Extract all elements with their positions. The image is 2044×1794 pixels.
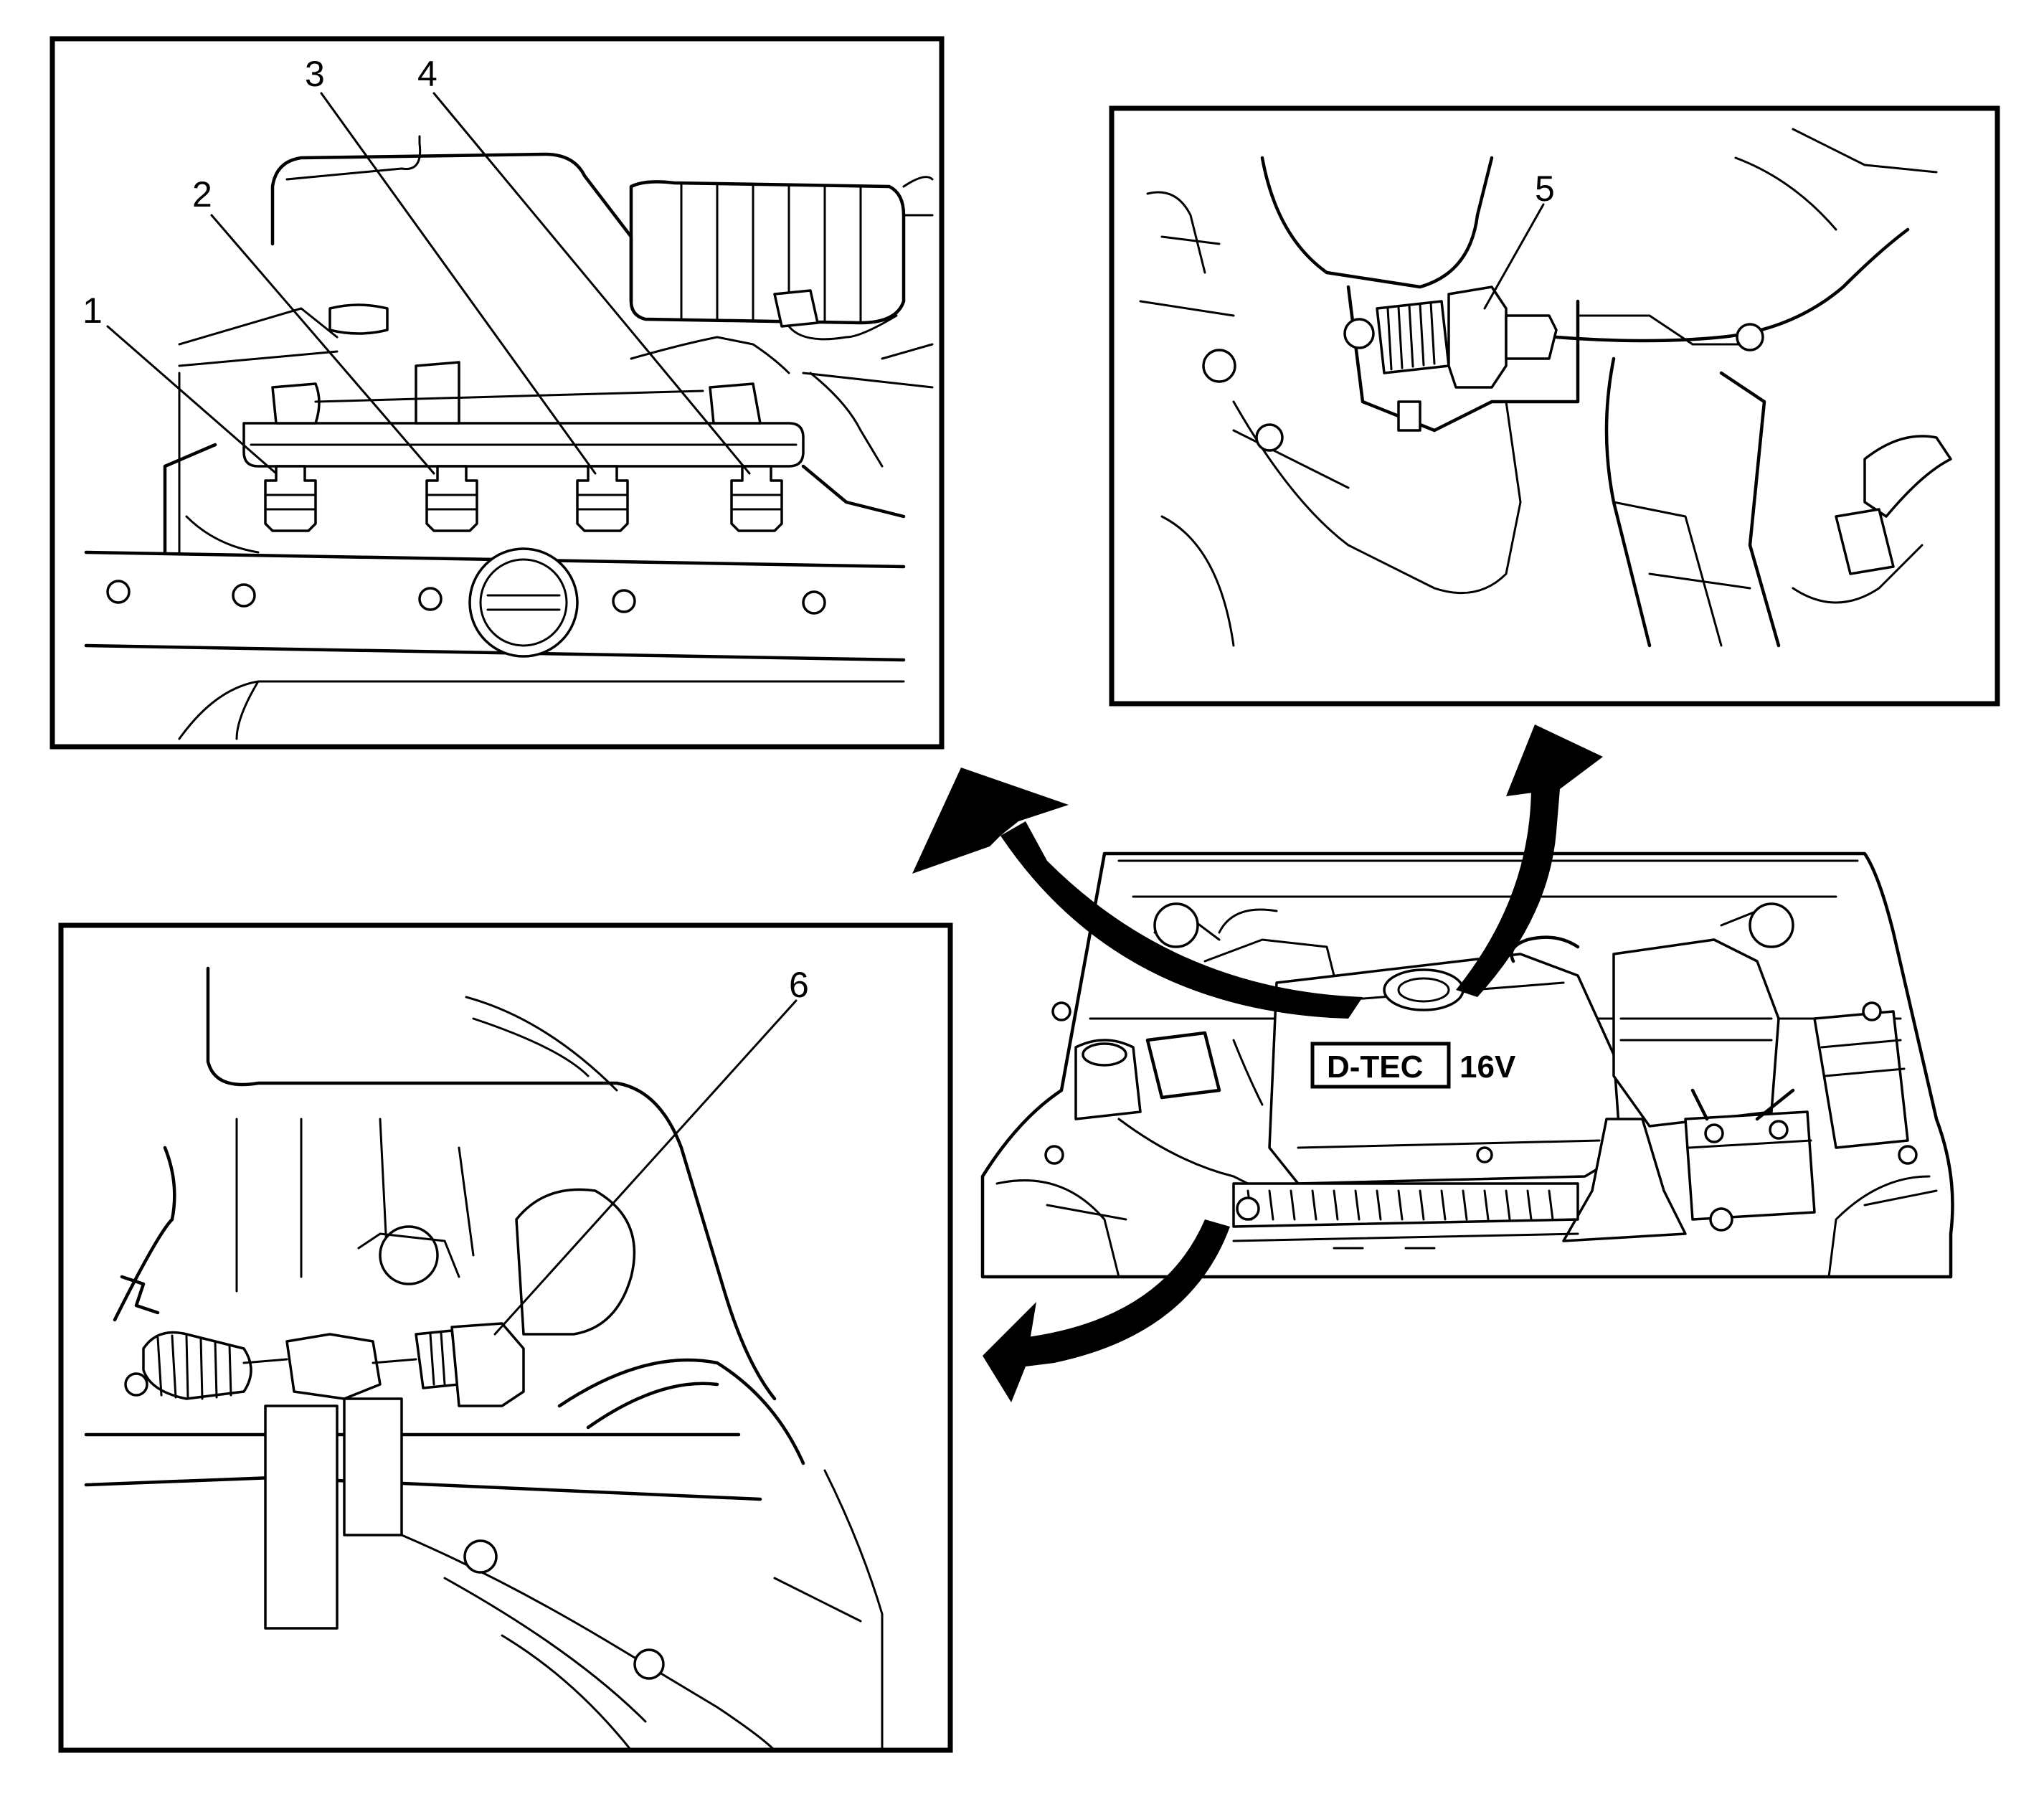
arrow-to-panel-b [1456,724,1603,997]
bolt [612,589,636,613]
bolt [418,587,443,611]
sensor-boss [515,1188,636,1336]
brake-booster [1232,400,1522,595]
leader-line-3 [320,92,597,475]
callout-3: 3 [305,54,325,94]
callout-5: 5 [1535,169,1555,209]
injector-2 [425,465,478,532]
panel-frame [1109,105,2000,707]
callout-4: 4 [417,54,437,94]
grommet [1343,318,1375,349]
air-cleaner-box [1510,935,1780,1242]
sensor-5 [1376,227,1910,389]
battery [1684,1088,1816,1221]
engine-cover-valves: 16V [1459,1049,1516,1085]
bolt [463,1539,498,1574]
wiring-harness [113,1146,176,1322]
arrow-to-panel-c [983,1219,1230,1402]
harness-connector [1835,508,1895,575]
fuel-rail [242,361,805,468]
panel-fuel-rail-injectors: 1 2 3 4 [49,36,945,750]
coolant-reservoir [1074,1039,1142,1120]
bolt [633,1648,665,1680]
bolt [1709,1207,1733,1232]
engine-cover-brand: D-TEC [1327,1049,1423,1085]
air-intake-duct [1562,1118,1687,1242]
bolt [1736,323,1764,351]
drive-shaft [557,1358,805,1465]
callout-1: 1 [82,291,103,331]
wiring-harness [1863,435,1952,518]
leader-line-4 [432,92,751,475]
engine-cover: D-TEC 16V [1268,953,1622,1185]
strut-tower-right [1749,902,1794,948]
harness-connector-6 [142,1331,417,1400]
panel-sensor-5: 5 [1109,105,2000,707]
oil-filler-cap [468,547,579,658]
sensor-connector [773,289,819,328]
hose-clamp [328,303,389,335]
callout-2: 2 [192,174,212,214]
panel-sensor-6: 6 [58,922,953,1753]
bolt [232,583,256,608]
stud [1397,400,1421,432]
nut [1255,423,1284,452]
sensor-6 [415,1322,525,1407]
leader-line-1 [106,325,278,475]
engine-cover-badge [1310,1042,1451,1089]
leader-line-2 [210,214,435,475]
leader-line-6 [493,999,798,1336]
radiator-support [1232,1182,1579,1250]
bolt [1236,1196,1260,1221]
mount-bracket [1604,357,1781,648]
arrow-to-panel-a [912,768,1363,1019]
mount-bushing [343,1397,403,1536]
intake-hose [629,176,934,325]
fuse-box [1813,1010,1909,1149]
transmission-housing [206,966,777,1401]
air-filter-box [270,152,633,303]
mount-bracket [264,1404,339,1630]
bolt [106,580,131,604]
engine-bay-overview: D-TEC 16V [980,851,1954,1279]
injector-1 [264,465,317,532]
bolt [802,590,826,615]
injector-3 [576,465,629,532]
callout-6: 6 [789,965,809,1005]
bolt [124,1372,148,1397]
engine-bay-outline [980,851,1954,1279]
injector-4 [730,465,783,532]
leader-line-5 [1483,203,1545,310]
bolt-hole [379,1225,439,1285]
nut [1202,349,1236,383]
strut-tower-left [1153,902,1199,948]
